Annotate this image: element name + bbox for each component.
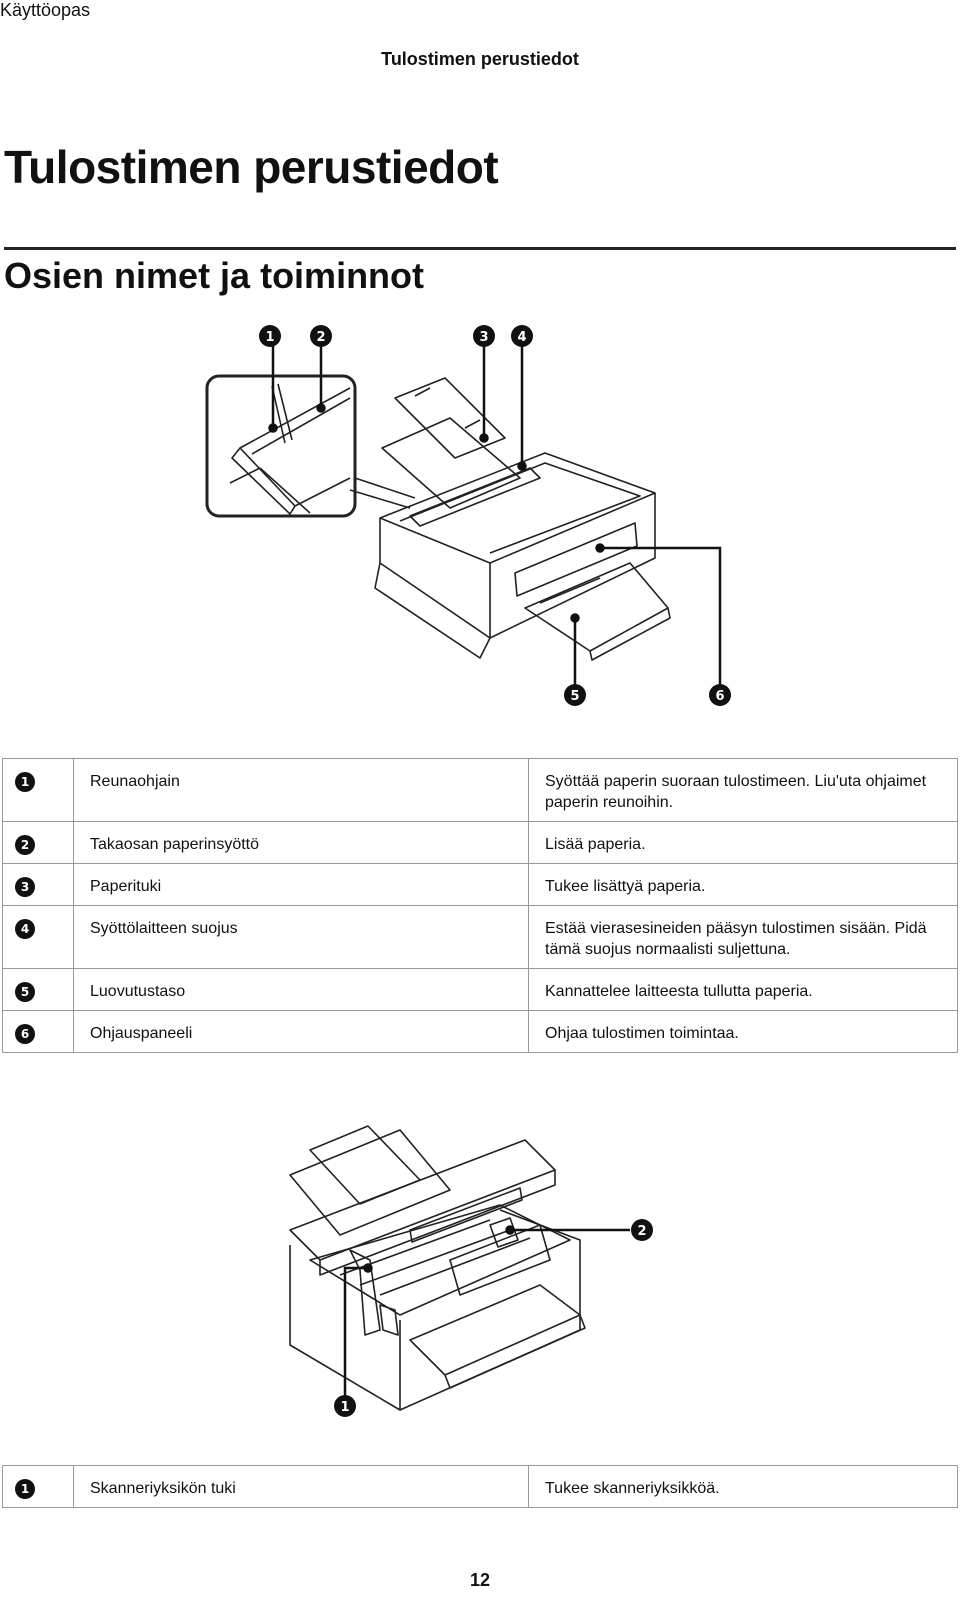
table-row: 5 Luovutustaso Kannattelee laitteesta tu… <box>2 968 958 1011</box>
parts-table: 1 Reunaohjain Syöttää paperin suoraan tu… <box>2 758 958 1053</box>
callout-1-label: 1 <box>265 330 274 345</box>
table-row: 2 Takaosan paperinsyöttö Lisää paperia. <box>2 821 958 864</box>
page-title: Tulostimen perustiedot <box>4 141 499 193</box>
part-name: Takaosan paperinsyöttö <box>73 821 529 864</box>
callout-3-label: 3 <box>479 330 488 345</box>
section-heading: Osien nimet ja toiminnot <box>4 255 425 296</box>
running-header-section: Tulostimen perustiedot <box>381 49 579 69</box>
part-name: Ohjauspaneeli <box>73 1010 529 1053</box>
part-name: Reunaohjain <box>73 758 529 822</box>
part-description: Syöttää paperin suoraan tulostimeen. Liu… <box>528 758 958 822</box>
part-name: Paperituki <box>73 863 529 906</box>
part-name: Skanneriyksikön tuki <box>73 1465 529 1508</box>
table-row: 6 Ohjauspaneeli Ohjaa tulostimen toimint… <box>2 1010 958 1053</box>
part-name: Syöttölaitteen suojus <box>73 905 529 969</box>
row-number-badge: 1 <box>15 1479 35 1499</box>
row-number-badge: 4 <box>15 919 35 939</box>
row-number-badge: 3 <box>15 877 35 897</box>
table-row: 4 Syöttölaitteen suojus Estää vierasesin… <box>2 905 958 969</box>
section-divider <box>4 247 956 250</box>
callout-2-label: 2 <box>316 330 325 345</box>
row-number-badge: 5 <box>15 982 35 1002</box>
part-name: Luovutustaso <box>73 968 529 1011</box>
printer-parts-illustration: 1 2 3 4 5 6 <box>205 325 731 706</box>
table-row: 1 Reunaohjain Syöttää paperin suoraan tu… <box>2 758 958 822</box>
callout-1-label: 1 <box>340 1400 349 1415</box>
callout-badges: 1 2 3 4 5 6 <box>259 325 731 706</box>
callout-5-label: 5 <box>570 689 579 704</box>
table-row: 3 Paperituki Tukee lisättyä paperia. <box>2 863 958 906</box>
part-description: Tukee skanneriyksikköä. <box>528 1465 958 1508</box>
part-description: Tukee lisättyä paperia. <box>528 863 958 906</box>
running-header-doc-title: Käyttöopas <box>0 0 91 20</box>
scanner-parts-table: 1 Skanneriyksikön tuki Tukee skanneriyks… <box>2 1465 958 1508</box>
row-number-badge: 2 <box>15 835 35 855</box>
callout-4-label: 4 <box>517 330 526 345</box>
part-description: Kannattelee laitteesta tullutta paperia. <box>528 968 958 1011</box>
page-number: 12 <box>469 1570 491 1590</box>
callout-6-label: 6 <box>715 689 724 704</box>
row-number-badge: 1 <box>15 772 35 792</box>
scanner-support-illustration: 2 1 <box>289 1125 653 1417</box>
part-description: Ohjaa tulostimen toimintaa. <box>528 1010 958 1053</box>
part-description: Estää vierasesineiden pääsyn tulostimen … <box>528 905 958 969</box>
row-number-badge: 6 <box>15 1024 35 1044</box>
callout-2-label: 2 <box>637 1224 646 1239</box>
part-description: Lisää paperia. <box>528 821 958 864</box>
callout-badges: 2 1 <box>334 1219 653 1417</box>
table-row: 1 Skanneriyksikön tuki Tukee skanneriyks… <box>2 1465 958 1508</box>
